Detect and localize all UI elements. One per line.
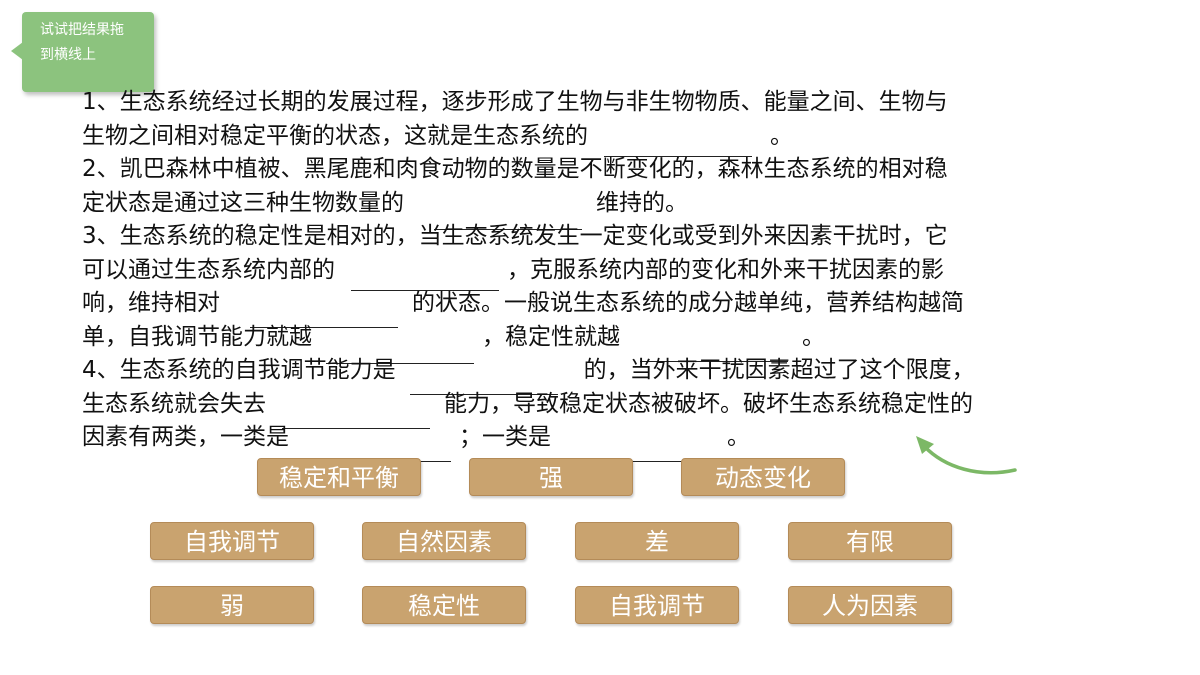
answer-chip-stability[interactable]: 稳定性 [362, 586, 526, 624]
text: ，稳定性就越 [482, 323, 620, 350]
question-passage: 1、生态系统经过长期的发展过程，逐步形成了生物与非生物物质、能量之间、生物与 生… [82, 86, 1132, 462]
text: ，克服系统内部的变化和外来干扰因素的影 [507, 256, 944, 283]
q2-line-2: 定状态是通过这三种生物数量的 维持的。 [82, 187, 1132, 230]
q1-line-2: 生物之间相对稳定平衡的状态，这就是生态系统的 。 [82, 120, 1132, 157]
text: 定状态是通过这三种生物数量的 [82, 189, 404, 216]
hint-line-1: 试试把结果拖 [40, 22, 124, 38]
text: 生态系统就会失去 [82, 390, 266, 417]
q3-line-1: 3、生态系统的稳定性是相对的，当生态系统发生一定变化或受到外来因素干扰时，它 [82, 220, 1132, 254]
text: 2、凯巴森林中植被、黑尾鹿和肉食动物的数量是不断变化的，森林生态系统的相对稳 [82, 156, 948, 182]
text: 响，维持相对 [82, 290, 220, 316]
text: 1、生态系统经过长期的发展过程，逐步形成了生物与非生物物质、能量之间、生物与 [82, 89, 948, 115]
text: 能力，导致稳定状态被破坏。破坏生态系统稳定性的 [444, 390, 973, 417]
q4-line-3: 因素有两类，一类是 ；一类是 。 [82, 421, 1132, 462]
curved-arrow-icon [916, 436, 1017, 475]
text: 可以通过生态系统内部的 [82, 256, 335, 283]
answer-chip-natural-factors[interactable]: 自然因素 [362, 522, 526, 560]
blank-4[interactable] [250, 301, 398, 328]
blank-7[interactable] [409, 368, 558, 395]
text: 维持的。 [596, 189, 688, 216]
text: ；一类是 [459, 424, 551, 450]
text: 。 [802, 323, 825, 350]
answer-chip-limited[interactable]: 有限 [788, 522, 952, 560]
text: 因素有两类，一类是 [82, 424, 289, 450]
text: 单，自我调节能力就越 [82, 323, 312, 350]
blank-3[interactable] [351, 264, 499, 291]
answer-chip-strong[interactable]: 强 [469, 458, 633, 496]
blank-1[interactable] [604, 130, 752, 157]
q4-line-1: 4、生态系统的自我调节能力是 的，当外来干扰因素超过了这个限度， [82, 354, 1132, 395]
hint-callout: 试试把结果拖 到横线上 [22, 12, 154, 92]
answer-chip-self-regulation[interactable]: 自我调节 [150, 522, 314, 560]
text: 4、生态系统的自我调节能力是 [82, 357, 396, 383]
hint-line-2: 到横线上 [40, 47, 96, 63]
text: 3、生态系统的稳定性是相对的，当生态系统发生一定变化或受到外来因素干扰时，它 [82, 223, 948, 249]
text: 的，当外来干扰因素超过了这个限度， [583, 357, 975, 383]
q3-line-2: 可以通过生态系统内部的 ，克服系统内部的变化和外来干扰因素的影 [82, 254, 1132, 291]
blank-2[interactable] [434, 203, 582, 230]
q3-line-3: 响，维持相对 的状态。一般说生态系统的成分越单纯，营养结构越简 [82, 287, 1132, 328]
answer-chip-poor[interactable]: 差 [575, 522, 739, 560]
answer-chip-self-regulation-2[interactable]: 自我调节 [575, 586, 739, 624]
q1-line-1: 1、生态系统经过长期的发展过程，逐步形成了生物与非生物物质、能量之间、生物与 [82, 86, 1132, 120]
text: 的状态。一般说生态系统的成分越单纯，营养结构越简 [412, 290, 964, 316]
text: 。 [727, 424, 750, 450]
blank-5[interactable] [326, 337, 474, 364]
blank-10[interactable] [565, 435, 713, 462]
q4-line-2: 生态系统就会失去 能力，导致稳定状态被破坏。破坏生态系统稳定性的 [82, 388, 1132, 429]
q2-line-1: 2、凯巴森林中植被、黑尾鹿和肉食动物的数量是不断变化的，森林生态系统的相对稳 [82, 153, 1132, 187]
hint-pointer [11, 42, 23, 60]
blank-6[interactable] [640, 335, 788, 362]
answer-chip-weak[interactable]: 弱 [150, 586, 314, 624]
text: 。 [770, 122, 793, 149]
answer-chip-stable-balance[interactable]: 稳定和平衡 [257, 458, 421, 496]
q3-line-4: 单，自我调节能力就越 ，稳定性就越 。 [82, 321, 1132, 364]
answer-chip-human-factors[interactable]: 人为因素 [788, 586, 952, 624]
answer-chip-dynamic-change[interactable]: 动态变化 [681, 458, 845, 496]
text: 生物之间相对稳定平衡的状态，这就是生态系统的 [82, 122, 588, 149]
blank-8[interactable] [282, 402, 430, 429]
